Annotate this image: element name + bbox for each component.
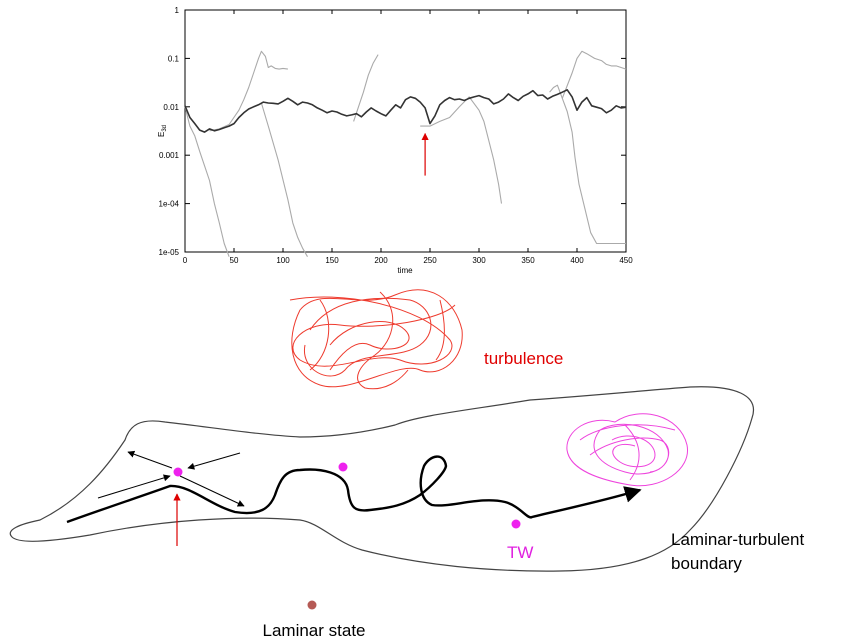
- x-tick-label: 50: [230, 256, 239, 265]
- y-tick-label: 1: [175, 6, 180, 15]
- x-tick-label: 350: [521, 256, 535, 265]
- tw-point: [511, 519, 521, 529]
- tw-point-middle: [338, 462, 348, 472]
- series-line-grey: [184, 106, 230, 257]
- y-tick-label: 1e-05: [159, 248, 180, 257]
- laminar-state-point: [307, 600, 317, 610]
- series-line-grey: [549, 84, 626, 245]
- laminar-state-label: Laminar state: [263, 621, 366, 640]
- series-line-grey: [209, 50, 288, 132]
- y-tick-label: 0.1: [168, 54, 180, 63]
- x-tick-label: 300: [472, 256, 486, 265]
- series-line-grey: [561, 50, 627, 99]
- turbulence-label: turbulence: [484, 349, 563, 368]
- x-axis-label: time: [397, 266, 413, 275]
- plot-frame: [184, 9, 627, 253]
- series-line-grey: [260, 102, 308, 257]
- y-tick-label: 0.01: [163, 103, 179, 112]
- x-tick-label: 450: [619, 256, 633, 265]
- y-tick-label: 1e-04: [159, 200, 180, 209]
- energy-time-chart: 0 50 100 150 200 250 300 350 400 450 1e-05 1e-04 0.0…: [157, 6, 633, 275]
- x-tick-label: 100: [276, 256, 290, 265]
- tw-periodic-orbit: [566, 413, 688, 487]
- chart-ticks: 0 50 100 150 200 250 300 350 400 450 1e-05 1e-04 0.0…: [159, 6, 634, 265]
- series-line-grey: [353, 54, 379, 122]
- tw-label: TW: [507, 543, 533, 562]
- boundary-label-line1: Laminar-turbulent: [671, 530, 805, 549]
- edge-state-point: [173, 467, 183, 477]
- y-tick-label: 0.001: [159, 151, 180, 160]
- turbulence-attractor: [289, 289, 463, 390]
- unstable-direction-arrow-left: [127, 450, 173, 469]
- trajectory-curve: [66, 455, 642, 524]
- series-line-grey: [420, 96, 503, 204]
- stable-direction-arrow-top: [187, 452, 241, 470]
- y-axis-label: E3d: [157, 125, 168, 137]
- x-tick-label: 400: [570, 256, 584, 265]
- chart-series: [184, 50, 627, 257]
- x-tick-label: 250: [423, 256, 437, 265]
- x-tick-label: 200: [374, 256, 388, 265]
- laminar-turbulent-boundary: [9, 386, 755, 572]
- x-tick-label: 0: [183, 256, 188, 265]
- x-tick-label: 150: [325, 256, 339, 265]
- series-line-main: [184, 89, 627, 133]
- phase-space-diagram: turbulence TW Laminar-turbulent boundary…: [9, 289, 805, 640]
- stable-direction-arrow-bottom: [97, 474, 171, 499]
- unstable-direction-arrow-right: [179, 475, 245, 507]
- boundary-label-line2: boundary: [671, 554, 742, 573]
